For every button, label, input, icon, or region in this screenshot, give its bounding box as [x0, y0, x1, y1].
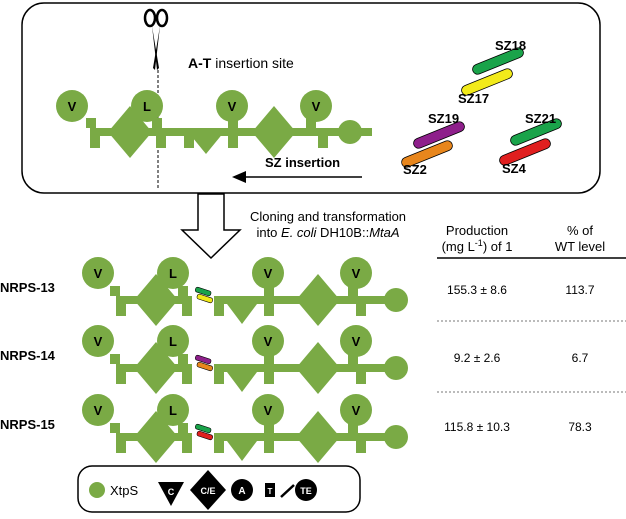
row-name: NRPS-15 [0, 417, 55, 432]
row-name: NRPS-14 [0, 348, 56, 363]
inserted-linker [194, 423, 214, 441]
production-value: 9.2 ± 2.6 [454, 351, 501, 365]
scissors-icon [143, 8, 169, 70]
svg-text:SZ19: SZ19 [428, 111, 459, 126]
c-domain-icon: C [158, 482, 184, 506]
module-l-label: L [169, 334, 177, 349]
linker-sz2: SZ2 [401, 140, 453, 177]
module-v2 [216, 90, 248, 122]
svg-text:SZ18: SZ18 [495, 38, 526, 53]
module-l [131, 90, 163, 122]
svg-text:SZ insertion: SZ insertion [265, 155, 340, 170]
module-v-label: V [94, 266, 103, 281]
linker-sz21: SZ21 [510, 111, 562, 146]
svg-text:V: V [312, 99, 321, 114]
percent-value: 6.7 [572, 351, 589, 365]
svg-text:SZ2: SZ2 [403, 162, 427, 177]
svg-text:SZ21: SZ21 [525, 111, 556, 126]
module-l-label: L [169, 403, 177, 418]
svg-text:SZ4: SZ4 [502, 161, 527, 176]
production-header-2: (mg L-1) of 1 [442, 238, 513, 254]
svg-text:TE: TE [300, 486, 312, 496]
svg-text:T: T [268, 487, 273, 496]
process-arrow [180, 193, 242, 260]
percent-header-2: WT level [555, 239, 605, 254]
svg-text:A: A [238, 486, 245, 497]
production-value: 115.8 ± 10.3 [444, 420, 510, 434]
module-v-label: V [264, 334, 273, 349]
production-header-1: Production [446, 223, 508, 238]
sz-insertion-arrow: SZ insertion [232, 155, 362, 183]
module-v1 [56, 90, 88, 122]
t-domain-icon: T [265, 483, 275, 497]
module-v-label: V [94, 334, 103, 349]
legend-xtps: XtpS [110, 483, 139, 498]
module-v-label: V [352, 334, 361, 349]
svg-text:V: V [228, 99, 237, 114]
row-name: NRPS-13 [0, 280, 55, 295]
module-l-label: L [169, 266, 177, 281]
module-v-label: V [352, 403, 361, 418]
ce-domain-icon: C/E [190, 470, 226, 510]
svg-text:V: V [68, 99, 77, 114]
svg-text:SZ17: SZ17 [458, 91, 489, 106]
svg-text:C: C [168, 487, 175, 497]
inserted-linker [194, 286, 214, 304]
module-v-label: V [264, 403, 273, 418]
module-v-label: V [264, 266, 273, 281]
linker-sz4: SZ4 [499, 138, 551, 176]
inserted-linker [194, 354, 214, 372]
linker-sz18: SZ18 [472, 38, 526, 75]
insertion-site-title: A-T insertion site [188, 55, 294, 71]
xtps-icon [89, 482, 105, 498]
svg-text:L: L [143, 99, 151, 114]
template-chain: V L V V [56, 90, 372, 158]
module-v3 [300, 90, 332, 122]
percent-value: 78.3 [568, 420, 592, 434]
process-line-2: into E. coli DH10B::MtaA [256, 225, 399, 240]
linker-sz17: SZ17 [458, 68, 513, 106]
module-v-label: V [94, 403, 103, 418]
production-value: 155.3 ± 8.6 [447, 283, 507, 297]
percent-header-1: % of [567, 223, 593, 238]
te-domain-icon: TE [280, 479, 317, 501]
process-line-1: Cloning and transformation [250, 209, 406, 224]
a-domain-icon: A [231, 479, 253, 501]
svg-text:C/E: C/E [200, 486, 215, 496]
linker-sz19: SZ19 [413, 111, 465, 149]
percent-value: 113.7 [565, 283, 594, 297]
module-v-label: V [352, 266, 361, 281]
